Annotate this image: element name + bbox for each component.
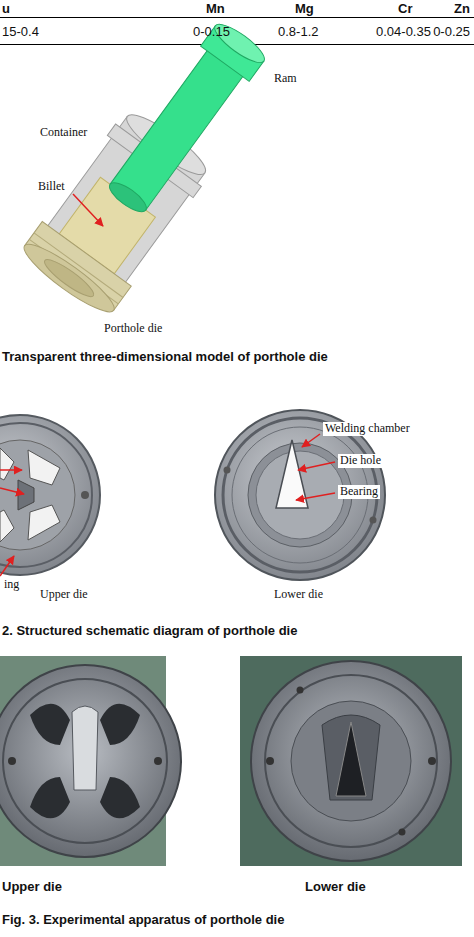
- figure-label: ing: [2, 578, 21, 592]
- figure-label: Bearing: [338, 485, 380, 499]
- porthole-die-model: [18, 4, 290, 320]
- caption-text: Fig. 3. Experimental apparatus of portho…: [2, 913, 284, 928]
- caption-text: Cr: [398, 2, 412, 17]
- caption-text: Lower die: [305, 880, 366, 895]
- figure-label: Billet: [38, 180, 65, 194]
- lower-die-photo: [240, 656, 462, 866]
- figure-label: 0-0.25: [433, 25, 470, 40]
- caption-text: u: [2, 2, 10, 17]
- caption-text: Mg: [295, 2, 314, 17]
- figure-label: 0.8-1.2: [278, 25, 318, 40]
- leader-lines: [296, 434, 335, 500]
- figure-label: Lower die: [272, 588, 325, 602]
- caption-text: 2. Structured schematic diagram of porth…: [2, 624, 297, 639]
- figure-label: Die hole: [338, 454, 383, 468]
- upper-die-photo: [0, 656, 181, 866]
- leader-lines: [0, 470, 24, 576]
- upper-die-schematic: [0, 415, 100, 575]
- figure-label: Ram: [274, 72, 297, 86]
- figure-label: Welding chamber: [323, 422, 412, 436]
- caption-text: Transparent three-dimensional model of p…: [2, 350, 328, 365]
- figure-label: 0-0.15: [193, 25, 230, 40]
- figure-label: 0.04-0.35: [376, 25, 431, 40]
- figure-label: 15-0.4: [2, 25, 39, 40]
- figure-label: Upper die: [38, 588, 90, 602]
- caption-text: Mn: [206, 2, 225, 17]
- caption-text: Upper die: [2, 880, 62, 895]
- leader-line: [73, 194, 103, 226]
- figure-label: Container: [40, 126, 87, 140]
- figure-label: Porthole die: [104, 322, 162, 336]
- caption-text: Zn: [454, 2, 470, 17]
